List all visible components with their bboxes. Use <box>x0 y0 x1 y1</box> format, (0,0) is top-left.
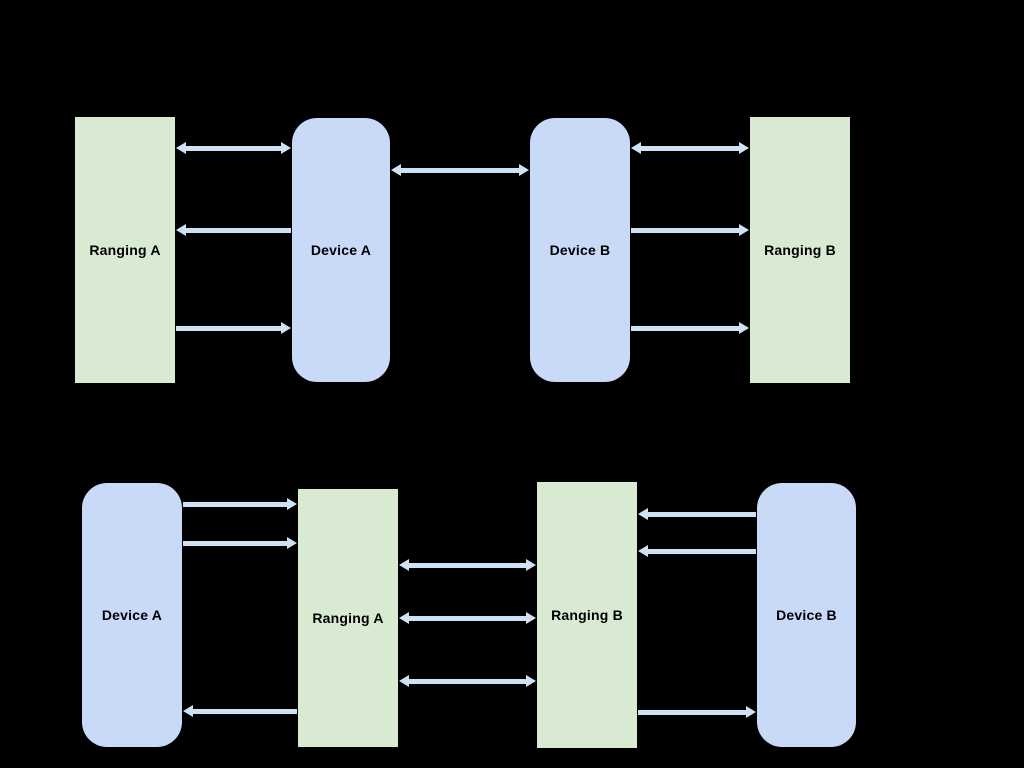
node-device-a: Device A <box>82 483 182 747</box>
node-label-ranging-a: Ranging A <box>312 610 384 626</box>
arrow-ranging-a-to-device-a-5-head-left-icon <box>183 704 193 717</box>
arrow-device-a-to-ranging-a-2 <box>185 227 291 233</box>
node-label-ranging-b: Ranging B <box>551 607 623 623</box>
arrow-ranging-a-to-device-a-0-head-left-icon <box>176 141 186 154</box>
arrow-ranging-a-to-device-a-5 <box>192 708 297 714</box>
arrow-device-b-to-ranging-b-7-head-left-icon <box>638 544 648 557</box>
arrow-device-a-to-ranging-a-0 <box>183 501 288 507</box>
arrow-ranging-a-to-ranging-b-3-head-right-icon <box>526 611 536 624</box>
arrow-device-a-to-device-b-1-head-left-icon <box>391 163 401 176</box>
arrow-device-a-to-device-b-1 <box>400 167 520 173</box>
arrow-device-b-to-ranging-b-6-head-right-icon <box>739 321 749 334</box>
node-ranging-b: Ranging B <box>750 117 850 383</box>
arrow-ranging-a-to-ranging-b-2-head-left-icon <box>399 558 409 571</box>
arrow-device-b-to-ranging-b-4-head-left-icon <box>631 141 641 154</box>
arrow-device-b-to-ranging-b-4-head-right-icon <box>739 141 749 154</box>
arrow-device-b-to-ranging-b-4 <box>640 145 740 151</box>
arrow-device-b-to-ranging-b-5 <box>631 227 740 233</box>
arrow-device-b-to-ranging-b-6 <box>631 325 740 331</box>
node-ranging-a: Ranging A <box>298 489 398 747</box>
arrow-ranging-a-to-device-a-3 <box>176 325 282 331</box>
node-label-device-a: Device A <box>101 607 163 623</box>
arrow-ranging-a-to-device-a-3-head-right-icon <box>281 321 291 334</box>
arrow-ranging-a-to-ranging-b-4-head-left-icon <box>399 674 409 687</box>
node-label-ranging-b: Ranging B <box>764 242 836 258</box>
arrow-ranging-a-to-ranging-b-2 <box>408 562 527 568</box>
arrow-device-a-to-ranging-a-1 <box>183 540 288 546</box>
arrow-device-a-to-ranging-a-2-head-left-icon <box>176 223 186 236</box>
arrow-device-b-to-ranging-b-6 <box>647 511 756 517</box>
arrow-ranging-a-to-ranging-b-2-head-right-icon <box>526 558 536 571</box>
arrow-ranging-a-to-ranging-b-3 <box>408 615 527 621</box>
arrow-ranging-a-to-ranging-b-4 <box>408 678 527 684</box>
node-device-b: Device B <box>757 483 856 747</box>
node-label-device-a: Device A <box>310 242 372 258</box>
arrow-ranging-a-to-ranging-b-3-head-left-icon <box>399 611 409 624</box>
arrow-ranging-b-to-device-b-8-head-right-icon <box>746 705 756 718</box>
node-label-device-b: Device B <box>549 242 611 258</box>
arrow-ranging-a-to-device-a-0 <box>185 145 282 151</box>
arrow-device-b-to-ranging-b-6-head-left-icon <box>638 507 648 520</box>
node-label-device-b: Device B <box>776 607 837 623</box>
arrow-device-a-to-ranging-a-1-head-right-icon <box>287 536 297 549</box>
node-device-a: Device A <box>292 118 390 382</box>
arrow-device-a-to-device-b-1-head-right-icon <box>519 163 529 176</box>
arrow-device-a-to-ranging-a-0-head-right-icon <box>287 497 297 510</box>
arrow-device-b-to-ranging-b-5-head-right-icon <box>739 223 749 236</box>
arrow-device-b-to-ranging-b-7 <box>647 548 756 554</box>
arrow-ranging-a-to-ranging-b-4-head-right-icon <box>526 674 536 687</box>
node-ranging-b: Ranging B <box>537 482 637 748</box>
arrow-ranging-b-to-device-b-8 <box>638 709 747 715</box>
node-label-ranging-a: Ranging A <box>89 242 161 258</box>
arrow-ranging-a-to-device-a-0-head-right-icon <box>281 141 291 154</box>
node-ranging-a: Ranging A <box>75 117 175 383</box>
node-device-b: Device B <box>530 118 630 382</box>
